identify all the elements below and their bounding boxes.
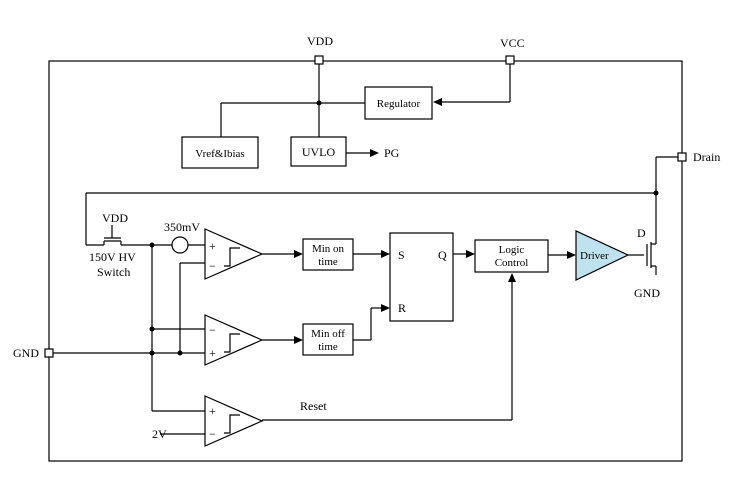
- latch-r-label: R: [398, 301, 406, 315]
- comparator-2: − +: [204, 314, 264, 366]
- hv-switch-label-2: Switch: [97, 265, 130, 279]
- min-off-label-2: time: [318, 341, 338, 353]
- comp3-minus: −: [209, 427, 216, 441]
- pg-label: PG: [384, 146, 400, 160]
- mosfet-gnd-label: GND: [634, 286, 660, 300]
- regulator-label: Regulator: [377, 98, 421, 110]
- comparator-outputs: Reset: [262, 250, 516, 421]
- pin-vcc: VCC: [500, 36, 525, 65]
- uvlo-block: UVLO: [290, 136, 347, 167]
- pin-gnd: GND: [13, 346, 54, 360]
- internal-buses: [53, 242, 205, 435]
- min-on-label-2: time: [318, 256, 338, 268]
- chip-outline: [48, 60, 683, 462]
- comparator-1: + −: [204, 228, 264, 280]
- vref-ibias-label: Vref&Ibias: [195, 148, 244, 160]
- driver-label: Driver: [580, 250, 609, 262]
- supply-wires: [220, 64, 511, 157]
- driver-buffer: Driver: [575, 230, 630, 281]
- ref-2v-label: 2V: [152, 427, 167, 441]
- min-on-time-block: Min on time: [302, 238, 354, 271]
- min-off-label-1: Min off: [311, 328, 345, 340]
- pin-gnd-label: GND: [13, 346, 39, 360]
- reset-label: Reset: [300, 399, 327, 413]
- hv-switch-label-1: 150V HV: [89, 250, 136, 264]
- latch-q-label: Q: [438, 248, 447, 262]
- min-on-label-1: Min on: [312, 243, 345, 255]
- pin-drain-label: Drain: [693, 150, 720, 164]
- latch-inputs: [353, 250, 390, 341]
- uvlo-label: UVLO: [302, 145, 336, 159]
- comp1-minus: −: [209, 259, 216, 273]
- pin-vdd-label: VDD: [307, 34, 333, 48]
- min-off-time-block: Min off time: [302, 323, 354, 356]
- mosfet-d-label: D: [637, 226, 646, 240]
- comp1-plus: +: [209, 239, 216, 253]
- logic-label-1: Logic: [499, 244, 525, 256]
- hv-vdd-label: VDD: [102, 211, 128, 225]
- logic-label-2: Control: [495, 257, 529, 269]
- regulator-block: Regulator: [364, 86, 433, 120]
- comp2-minus: −: [209, 323, 216, 337]
- comparator-3: + −: [204, 395, 264, 447]
- pin-vdd: VDD: [307, 34, 333, 65]
- output-mosfet: D GND: [634, 226, 660, 300]
- hv-switch: VDD 150V HV Switch: [89, 211, 136, 279]
- drain-wires: [85, 156, 678, 246]
- comp2-plus: +: [209, 346, 216, 360]
- pin-drain: Drain: [677, 150, 720, 164]
- comp3-plus: +: [209, 404, 216, 418]
- vref-ibias-block: Vref&Ibias: [181, 136, 259, 169]
- latch-s-label: S: [398, 248, 405, 262]
- pin-vcc-label: VCC: [500, 36, 525, 50]
- ref-350mv-source: 350mV: [164, 220, 205, 254]
- logic-control-block: Logic Control: [474, 239, 549, 273]
- ref-350mv-label: 350mV: [164, 220, 200, 234]
- sr-latch: S R Q: [389, 232, 454, 322]
